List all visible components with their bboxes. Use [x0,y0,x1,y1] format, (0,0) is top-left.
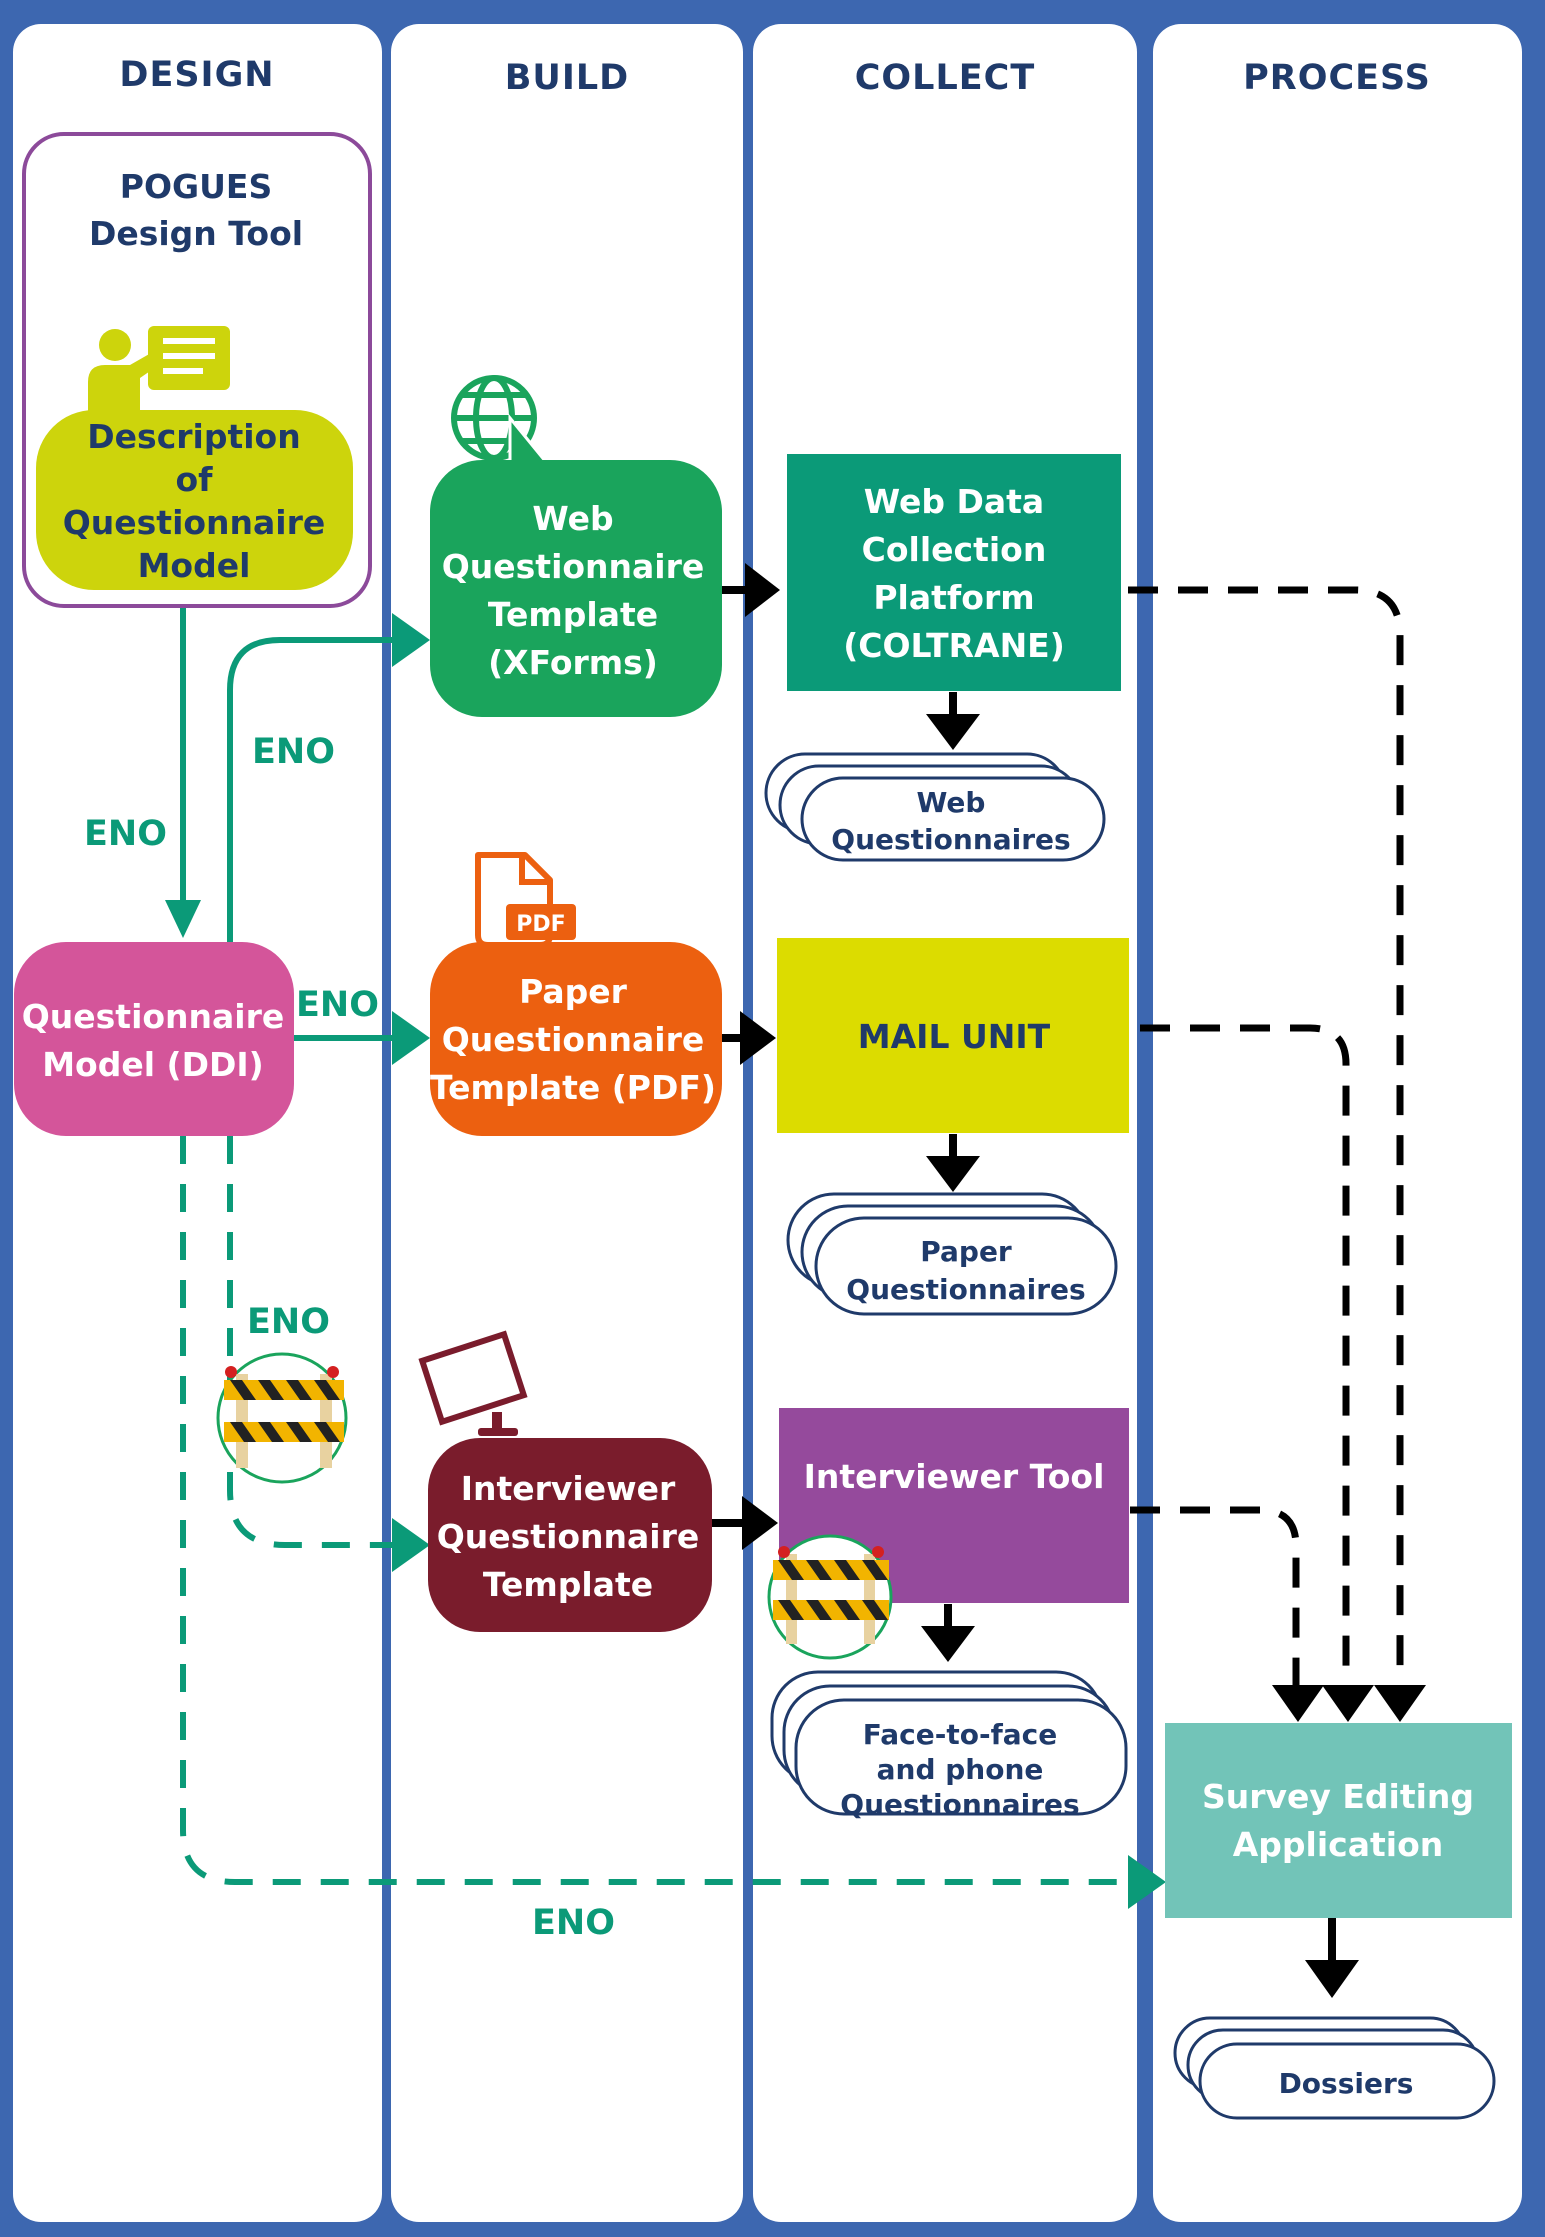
eno-label-pogues-to-model: ENO [84,814,167,854]
arrowhead-f2f-questionnaires [921,1626,975,1662]
interviewer-tool-label: Interviewer Tool [804,1457,1105,1496]
f2f-questionnaires-line-2: and phone [877,1753,1044,1786]
paper-questionnaires-line-1: Paper [920,1235,1012,1268]
questionnaire-model-line-2: Model (DDI) [42,1045,264,1084]
web-questionnaires-line-2: Questionnaires [831,823,1070,856]
web-questionnaires-stack[interactable] [764,752,1106,862]
connector-model-to-interviewer [227,1136,392,1548]
roadblock-icon-collect [767,1534,893,1660]
web-questionnaire-template-box[interactable] [430,460,722,717]
description-line-3: Questionnaire [63,503,326,542]
build-column-title: BUILD [505,58,629,98]
coltrane-line-2: Collection [862,530,1047,569]
interviewer-template-line-1: Interviewer [461,1469,676,1508]
arrowhead-web-questionnaires [926,714,980,750]
f2f-questionnaires-line-3: Questionnaires [840,1788,1079,1821]
connector-model-to-web [227,637,392,942]
survey-editing-application-box[interactable] [1165,1723,1512,1918]
arrowhead-mail-unit [740,1011,776,1065]
arrowhead-paper-questionnaires [926,1156,980,1192]
web-template-line-2: Questionnaire [442,547,705,586]
arrowhead-interviewer-tool [742,1496,778,1550]
coltrane-platform-box[interactable] [787,454,1121,691]
connector-mail-to-survey [1140,1024,1350,1690]
f2f-questionnaires-stack[interactable] [770,1670,1128,1816]
presenter-icon [88,326,230,412]
eno-label-model-to-web: ENO [252,732,335,772]
description-line-2: of [175,460,213,499]
mail-unit-label: MAIL UNIT [858,1017,1051,1056]
collect-column-title: COLLECT [855,58,1036,98]
web-template-line-1: Web [532,499,613,538]
design-column-title: DESIGN [119,55,274,95]
pogues-title: POGUES [120,167,272,206]
connector-coltrane-to-survey [1128,586,1404,1690]
survey-editing-line-2: Application [1233,1825,1444,1864]
dossiers-label: Dossiers [1279,2067,1414,2100]
interviewer-template-line-2: Questionnaire [437,1517,700,1556]
description-line-1: Description [87,417,300,456]
coltrane-line-1: Web Data [864,482,1044,521]
arrowhead-survey-3 [1374,1685,1426,1722]
web-template-line-4: (XForms) [488,643,658,682]
arrowhead-web-template [392,613,430,667]
eno-label-model-to-interviewer: ENO [247,1302,330,1342]
interviewer-template-line-3: Template [483,1565,653,1604]
f2f-questionnaires-line-1: Face-to-face [863,1718,1058,1751]
connector-tool-to-survey [1130,1506,1300,1690]
eno-label-model-to-paper: ENO [296,985,379,1025]
survey-editing-line-1: Survey Editing [1202,1777,1474,1816]
arrowhead-survey-1 [1272,1685,1324,1722]
web-template-line-3: Template [488,595,658,634]
dossiers-stack[interactable] [1173,2016,1496,2120]
process-column-title: PROCESS [1243,58,1431,98]
process-column [1153,24,1522,2222]
paper-template-line-2: Questionnaire [442,1020,705,1059]
arrowhead-survey-2 [1322,1685,1374,1722]
paper-questionnaires-line-2: Questionnaires [846,1273,1085,1306]
pdf-badge-text: PDF [516,912,565,937]
paper-template-line-1: Paper [519,972,628,1011]
globe-cursor-icon [451,375,550,484]
coltrane-line-4: (COLTRANE) [843,626,1065,665]
pogues-subtitle: Design Tool [89,214,303,253]
web-questionnaires-line-1: Web [917,786,986,819]
coltrane-line-3: Platform [873,578,1034,617]
interviewer-questionnaire-template-box[interactable] [428,1438,712,1632]
eno-label-model-to-survey: ENO [532,1903,615,1943]
pdf-file-icon: PDF [475,852,576,948]
mail-unit-box[interactable] [777,938,1129,1133]
connector-model-to-survey [180,1136,1128,1885]
description-line-4: Model [138,546,251,585]
questionnaire-model-box[interactable] [14,942,294,1136]
paper-questionnaires-stack[interactable] [786,1192,1118,1316]
arrowhead-paper-template [392,1011,430,1065]
paper-template-line-3: Template (PDF) [430,1068,716,1107]
questionnaire-model-line-1: Questionnaire [22,997,285,1036]
arrowhead-coltrane [745,563,780,617]
monitor-icon [418,1330,528,1436]
arrowhead-model [165,900,201,938]
roadblock-icon [216,1352,348,1484]
arrowhead-interviewer-template [392,1518,430,1572]
paper-questionnaire-template-box[interactable] [430,942,722,1136]
description-box[interactable] [36,410,353,590]
arrowhead-survey-editing [1128,1855,1166,1909]
arrowhead-dossiers [1305,1960,1359,1998]
